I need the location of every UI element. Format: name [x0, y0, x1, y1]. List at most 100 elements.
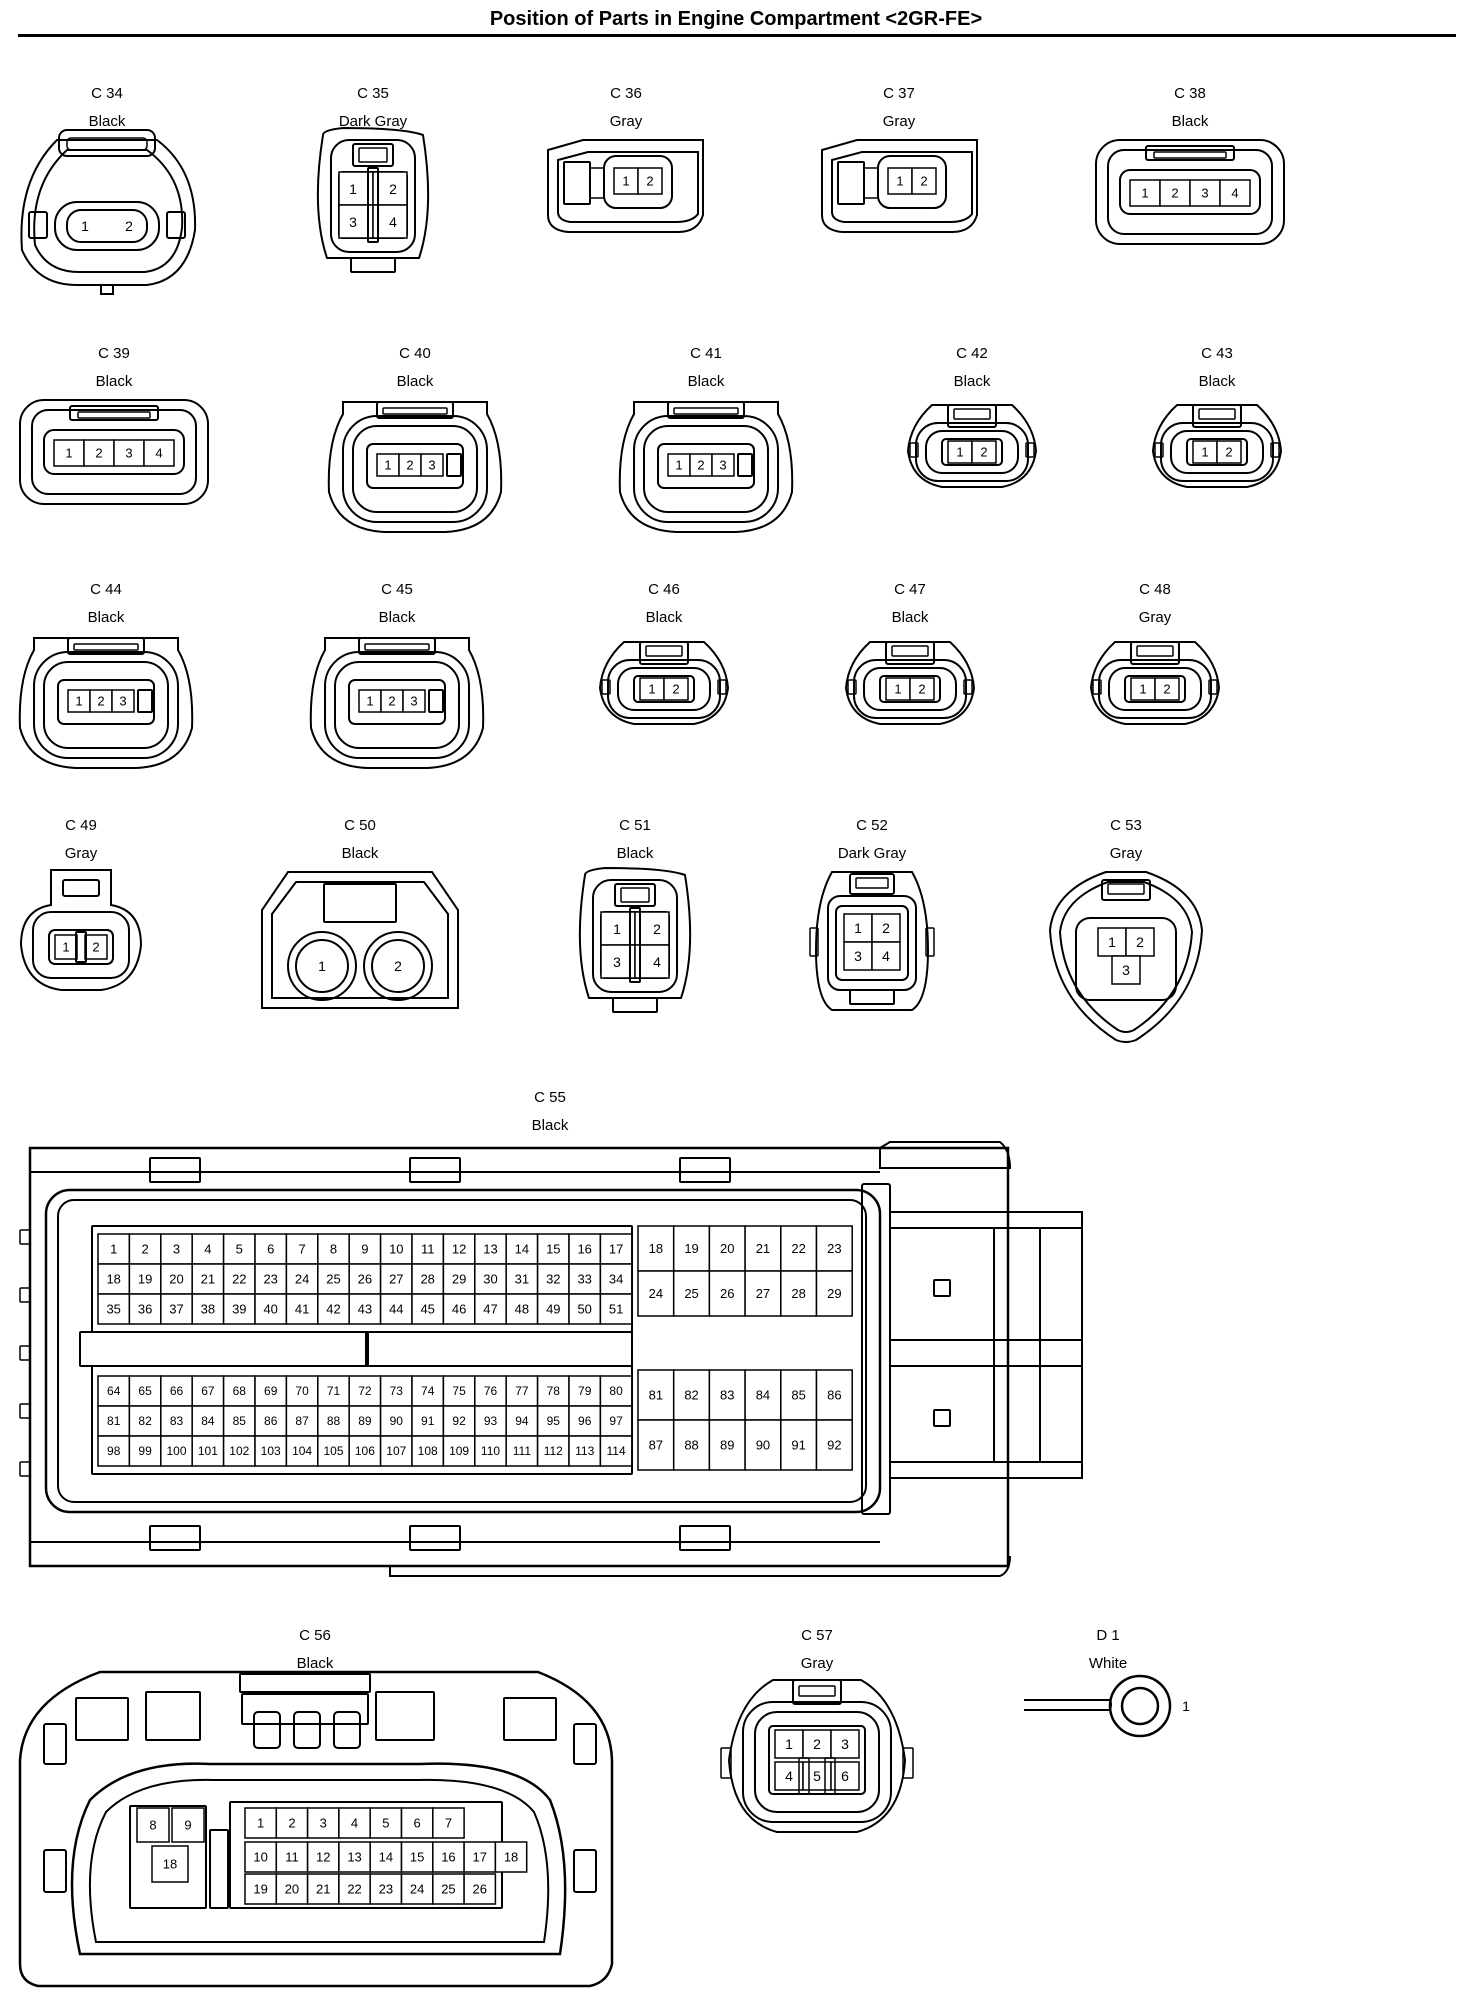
pin-number: 2 [288, 1816, 295, 1831]
pin-number: 29 [827, 1286, 841, 1301]
pin-number: 66 [170, 1384, 184, 1398]
pin-number: 100 [166, 1444, 186, 1458]
pin-number: 98 [107, 1444, 121, 1458]
pin-number: 1 [65, 446, 72, 461]
pin-number: 47 [483, 1302, 497, 1317]
connector-color: Black [891, 609, 929, 626]
pin-number: 50 [577, 1302, 591, 1317]
connector-color: Gray [882, 113, 916, 130]
connector-id: C 43 [1201, 345, 1233, 362]
pin-number: 2 [394, 958, 402, 974]
pin-number: 1 [1141, 186, 1148, 201]
pin-number: 2 [389, 181, 397, 197]
pin-number: 2 [882, 920, 890, 936]
pin-number: 49 [546, 1302, 560, 1317]
connector-color: Black [953, 373, 991, 390]
pin-number: 33 [577, 1272, 591, 1287]
pin-number: 89 [358, 1414, 372, 1428]
connector-c38: 1 2 3 4 [1095, 139, 1285, 245]
pin-number: 3 [119, 694, 126, 709]
pin-number: 1 [62, 940, 69, 955]
pin-number: 22 [232, 1272, 246, 1287]
connector-id: C 38 [1174, 85, 1206, 102]
pin-number: 4 [204, 1242, 211, 1257]
pin-number: 38 [201, 1302, 215, 1317]
pin-number: 42 [326, 1302, 340, 1317]
pin-number: 79 [578, 1384, 592, 1398]
pin-number: 29 [452, 1272, 466, 1287]
pin-number: 86 [264, 1414, 278, 1428]
pin-number: 114 [607, 1444, 626, 1458]
pin-number: 67 [201, 1384, 215, 1398]
connector-color: Dark Gray [837, 845, 907, 862]
connector-id: C 47 [894, 581, 926, 598]
connector-id: C 37 [883, 85, 915, 102]
pin-number: 18 [504, 1850, 518, 1865]
connector-id: C 41 [690, 345, 722, 362]
pin-number: 109 [449, 1444, 469, 1458]
pin-number: 17 [609, 1242, 623, 1257]
pin-number: 40 [263, 1302, 277, 1317]
connector-color: Dark Gray [338, 113, 408, 130]
pin-number: 9 [184, 1818, 191, 1833]
pin-number: 3 [719, 458, 726, 473]
connector-color: Black [1198, 373, 1236, 390]
pin-number: 3 [841, 1736, 849, 1752]
connector-id: C 35 [357, 85, 389, 102]
pin-number: 48 [515, 1302, 529, 1317]
pin-number: 4 [155, 446, 162, 461]
pin-number: 23 [379, 1882, 393, 1897]
connector-id: C 39 [98, 345, 130, 362]
pin-number: 85 [791, 1388, 805, 1403]
pin-number: 2 [92, 940, 99, 955]
pin-number: 51 [609, 1302, 623, 1317]
connector-color: White [1088, 1655, 1128, 1672]
pin-number: 2 [920, 174, 927, 189]
pin-number: 4 [1231, 186, 1238, 201]
pin-number: 6 [414, 1816, 421, 1831]
pin-number: 3 [1201, 186, 1208, 201]
pin-number: 13 [347, 1850, 361, 1865]
pin-number: 93 [484, 1414, 498, 1428]
pin-number: 2 [1171, 186, 1178, 201]
pin-number: 45 [420, 1302, 434, 1317]
pin-number: 2 [918, 682, 925, 697]
pin-number: 87 [295, 1414, 309, 1428]
connector-color: Black [87, 609, 125, 626]
pin-number: 77 [515, 1384, 529, 1398]
pin-number: 1 [1139, 682, 1146, 697]
connector-id: C 45 [381, 581, 413, 598]
pin-number: 81 [649, 1388, 663, 1403]
connector-label: C 47 Black [850, 576, 970, 632]
pin-number: 1 [675, 458, 682, 473]
connector-id: C 48 [1139, 581, 1171, 598]
pin-number: 83 [720, 1388, 734, 1403]
connector-label: C 38 Black [1130, 80, 1250, 136]
pin-number: 2 [406, 458, 413, 473]
connector-color: Black [1171, 113, 1209, 130]
connector-color: Black [531, 1117, 569, 1134]
pin-number: 26 [720, 1286, 734, 1301]
pin-number: 1 [318, 958, 326, 974]
pin-number: 25 [441, 1882, 455, 1897]
pin-number: 31 [515, 1272, 529, 1287]
pin-number: 39 [232, 1302, 246, 1317]
pin-number: 25 [326, 1272, 340, 1287]
connector-id: C 52 [856, 817, 888, 834]
